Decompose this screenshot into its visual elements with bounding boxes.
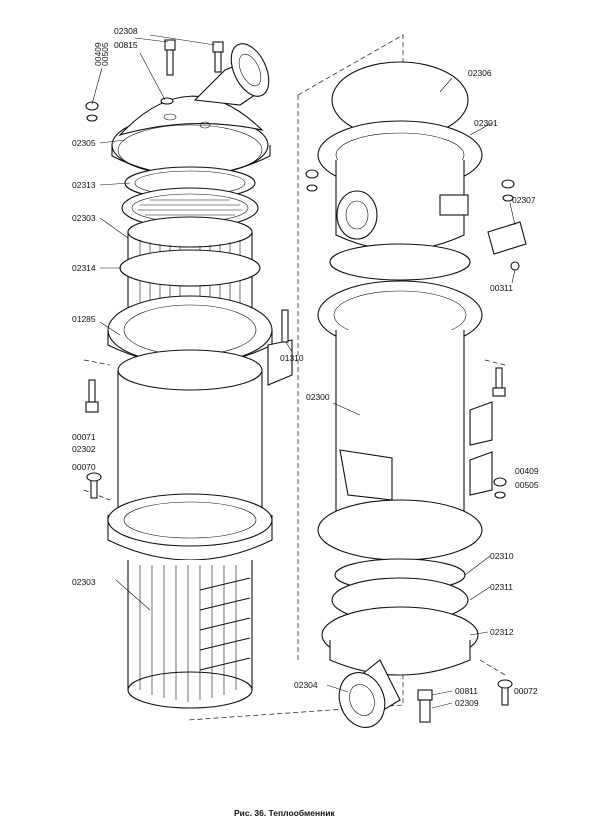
label-02305: 02305 (72, 138, 96, 148)
bolt-00070 (86, 472, 102, 499)
label-00072: 00072 (514, 686, 538, 696)
right-assembly (305, 61, 527, 728)
bolt-right-upper (492, 367, 506, 397)
label-00409-right: 00409 (515, 466, 539, 476)
o-ring-right (329, 243, 471, 281)
bolt-02308-group (85, 39, 224, 122)
leader-lines (91, 34, 516, 709)
o-ring-02314 (119, 249, 261, 287)
label-02312: 02312 (490, 627, 514, 637)
label-00505-right: 00505 (515, 480, 539, 490)
washer-00505-right (494, 491, 506, 499)
top-cover-02305 (111, 95, 271, 177)
bolt-00072 (497, 679, 513, 706)
label-02314: 02314 (72, 263, 96, 273)
shell-02302 (107, 349, 273, 561)
figure-caption: Рис. 36. Теплообменник (234, 808, 335, 818)
part-labels: 02308 00815 00409 00505 02305 02313 0230… (72, 26, 539, 708)
screw-00311 (510, 261, 520, 271)
shell-02300 (317, 280, 493, 561)
label-02307: 02307 (512, 195, 536, 205)
label-00071: 00071 (72, 432, 96, 442)
lower-tube-bundle-02303 (127, 560, 253, 709)
label-01310: 01310 (280, 353, 304, 363)
plate-02307 (487, 221, 527, 255)
nut-upper-right (501, 179, 515, 189)
outlet-02304 (338, 659, 401, 728)
label-00811: 00811 (455, 686, 478, 696)
label-02304: 02304 (294, 680, 318, 690)
top-inlet-pipe (193, 43, 270, 106)
label-02303-upper: 02303 (72, 213, 96, 223)
label-02302: 02302 (72, 444, 96, 454)
bracket-01310 (267, 309, 293, 386)
bolt-00071 (85, 379, 99, 413)
label-02311: 02311 (490, 582, 513, 592)
label-02313: 02313 (72, 180, 96, 190)
washer-upper-left (306, 184, 318, 192)
label-02301: 02301 (474, 118, 498, 128)
label-00409-left: 00409 (93, 42, 103, 66)
assembly-guide-lines (83, 34, 506, 721)
header-02301 (317, 120, 483, 251)
label-02309: 02309 (455, 698, 479, 708)
label-02310: 02310 (490, 551, 514, 561)
label-02308: 02308 (114, 26, 138, 36)
label-00505-left: 00505 (100, 42, 110, 66)
nut-upper-left (305, 169, 319, 179)
bottom-cover-02312 (321, 606, 479, 676)
label-00815: 00815 (114, 40, 138, 50)
nut-00409-right (493, 477, 507, 487)
label-00070: 00070 (72, 462, 96, 472)
label-02300: 02300 (306, 392, 330, 402)
label-02303-lower: 02303 (72, 577, 96, 587)
label-02306: 02306 (468, 68, 492, 78)
left-assembly (85, 39, 293, 709)
plug-00811 (417, 689, 433, 723)
label-01285: 01285 (72, 314, 96, 324)
washer-upper-right (502, 194, 514, 202)
label-00311: 00311 (490, 283, 513, 293)
